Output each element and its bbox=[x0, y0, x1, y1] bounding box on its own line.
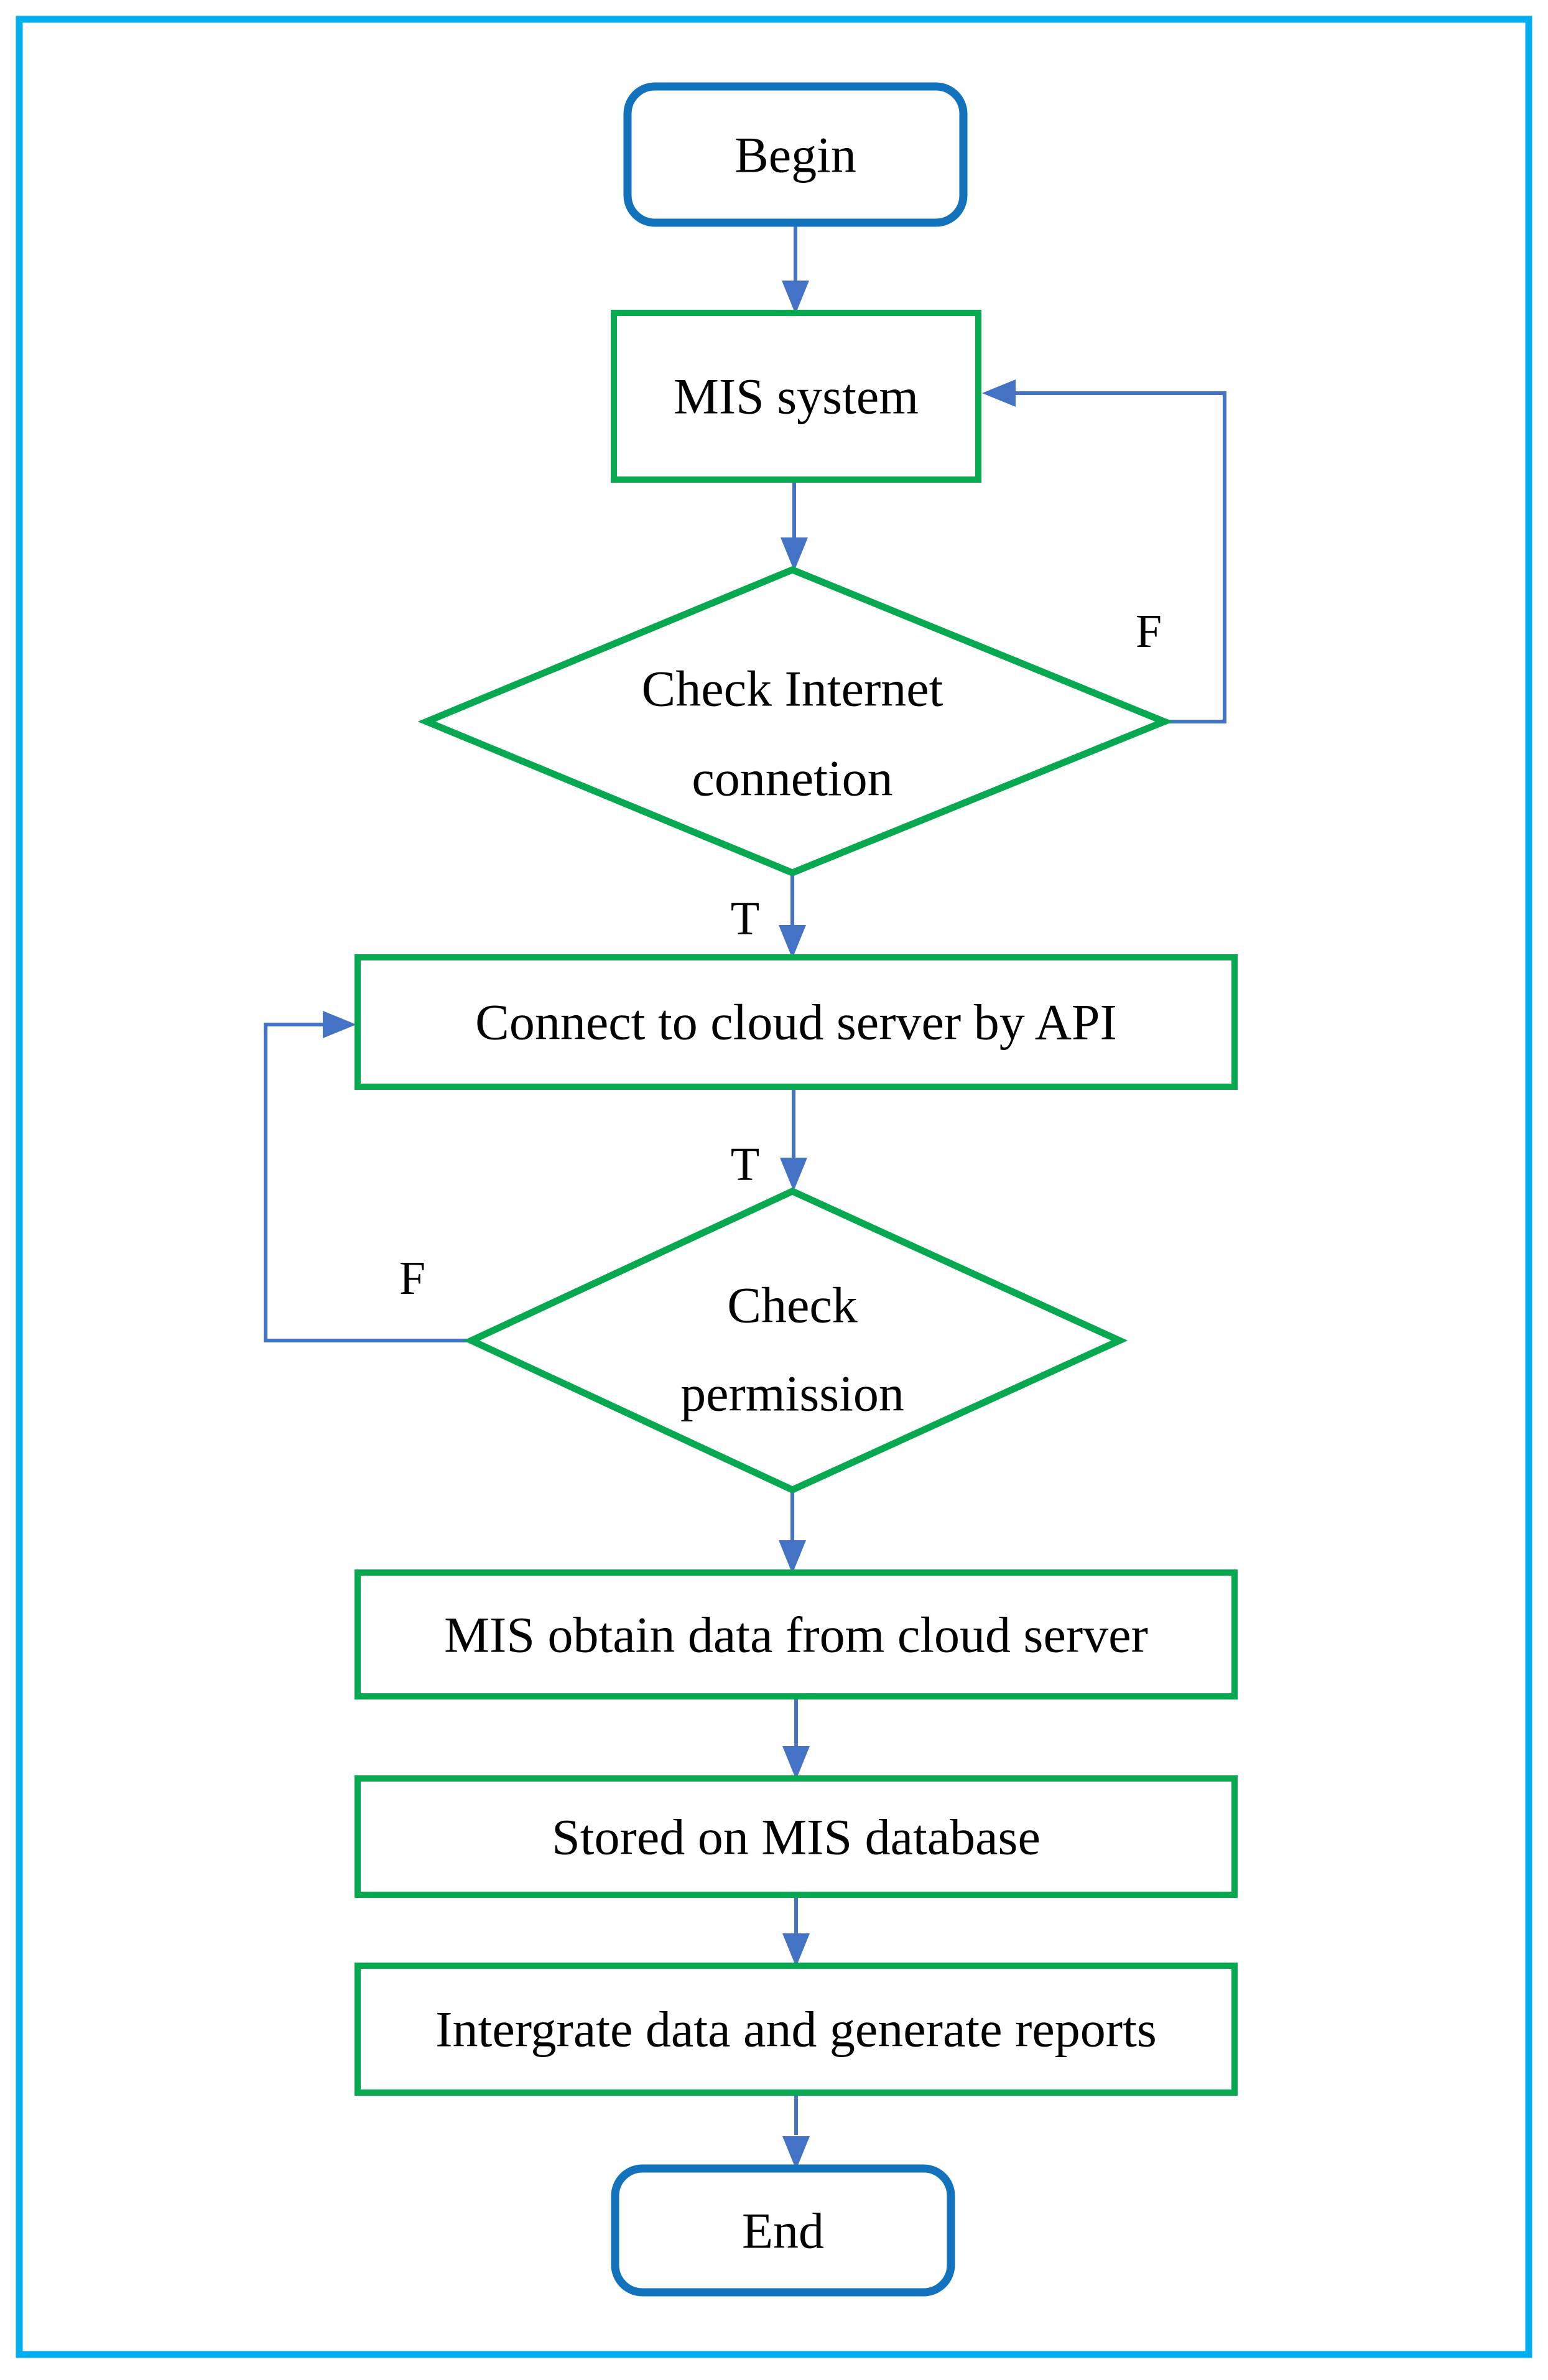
arrowhead-into-mis-top bbox=[782, 281, 809, 314]
node-integrate-reports-label: Intergrate data and generate reports bbox=[435, 2001, 1157, 2058]
arrowhead-into-obtain bbox=[779, 1540, 806, 1574]
node-mis-system-label: MIS system bbox=[674, 368, 919, 425]
node-end bbox=[611, 2164, 955, 2297]
label-permission-true: T bbox=[731, 1138, 759, 1191]
edge-arrowheads bbox=[323, 281, 1016, 2170]
node-connect-api-label: Connect to cloud server by API bbox=[475, 994, 1117, 1051]
node-begin-label: Begin bbox=[735, 127, 856, 184]
node-check-permission-label-line1: Check bbox=[727, 1277, 857, 1334]
edge-check-internet-false-loop bbox=[1016, 391, 1226, 723]
label-internet-false: F bbox=[1136, 605, 1162, 658]
label-permission-false: F bbox=[399, 1252, 425, 1304]
node-end-label: End bbox=[742, 2203, 824, 2259]
page-frame bbox=[16, 16, 1532, 2358]
arrowhead-into-mis-right bbox=[982, 379, 1016, 407]
node-stored-db bbox=[355, 1775, 1238, 1898]
node-begin bbox=[623, 82, 968, 227]
node-check-internet-label-line2: connetion bbox=[692, 750, 892, 807]
node-check-internet-label-line1: Check Internet bbox=[642, 661, 943, 717]
arrowhead-into-integrate bbox=[782, 1933, 810, 1967]
arrowhead-into-connect-left bbox=[323, 1011, 356, 1038]
node-check-permission-label-line2: permission bbox=[680, 1365, 904, 1422]
arrowhead-into-check-internet bbox=[781, 537, 808, 571]
node-connect-api bbox=[355, 954, 1238, 1090]
edge-lines bbox=[264, 223, 1226, 2135]
node-mis-system bbox=[611, 310, 981, 483]
node-obtain-data-label: MIS obtain data from cloud server bbox=[444, 1607, 1148, 1663]
arrowhead-into-connect bbox=[779, 925, 806, 959]
node-check-internet bbox=[417, 566, 1174, 876]
arrowhead-into-check-permission bbox=[780, 1158, 807, 1191]
edge-check-permission-false-loop bbox=[264, 1023, 471, 1342]
node-stored-db-label: Stored on MIS database bbox=[552, 1809, 1040, 1866]
node-integrate-reports bbox=[355, 1963, 1238, 2096]
arrowhead-into-stored bbox=[782, 1746, 810, 1780]
label-internet-true: T bbox=[731, 893, 759, 945]
node-check-permission bbox=[463, 1187, 1128, 1494]
node-obtain-data bbox=[355, 1569, 1238, 1699]
arrowhead-into-end bbox=[782, 2136, 810, 2170]
